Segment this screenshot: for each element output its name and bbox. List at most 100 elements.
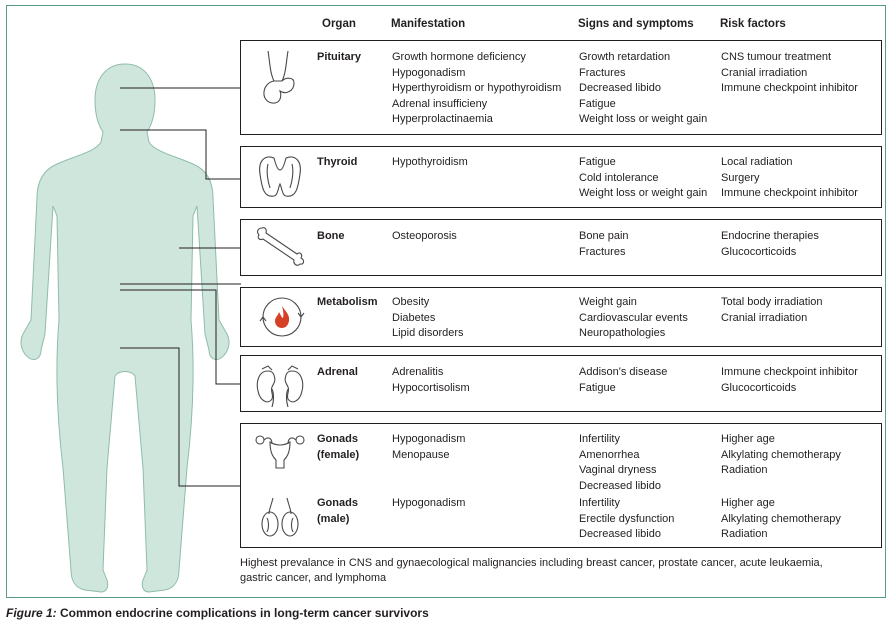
sign-item: Fatigue <box>579 97 616 110</box>
signs-list: Bone pain Fractures <box>579 229 629 260</box>
signs-list: Infertility Erectile dysfunction Decreas… <box>579 496 674 543</box>
organ-name: Adrenal <box>317 366 358 378</box>
sign-item: Infertility <box>579 433 620 445</box>
risk-item: Glucocorticoids <box>721 381 797 394</box>
manifestation-item: Lipid disorders <box>392 327 464 339</box>
sign-item: Cardiovascular events <box>579 311 688 324</box>
manifestation-item: Hyperprolactinaemia <box>392 113 493 125</box>
sign-item: Neuropathologies <box>579 327 666 339</box>
risk-list: Higher age Alkylating chemotherapy Radia… <box>721 432 841 479</box>
row-metabolism: Metabolism Obesity Diabetes Lipid disord… <box>240 287 882 347</box>
uterus-icon <box>255 435 305 469</box>
manifestation-item: Diabetes <box>392 311 436 324</box>
manifestation-item: Osteoporosis <box>392 230 457 242</box>
risk-list: Local radiation Surgery Immune checkpoin… <box>721 155 858 202</box>
risk-list: Endocrine therapies Glucocorticoids <box>721 229 819 260</box>
risk-item: Local radiation <box>721 156 793 168</box>
sign-item: Infertility <box>579 497 620 509</box>
body-outline <box>20 63 230 593</box>
manifestation-item: Hypogonadism <box>392 66 466 79</box>
row-bone: Bone Osteoporosis Bone pain Fractures En… <box>240 219 882 276</box>
manifestation-item: Hypogonadism <box>392 497 466 509</box>
bone-icon <box>257 227 305 266</box>
risk-item: Immune checkpoint inhibitor <box>721 187 858 199</box>
sign-item: Weight loss or weight gain <box>579 113 708 125</box>
risk-item: Immune checkpoint inhibitor <box>721 82 858 94</box>
risk-item: Immune checkpoint inhibitor <box>721 366 858 378</box>
risk-item: Endocrine therapies <box>721 230 819 242</box>
kidney-icon <box>256 365 304 408</box>
risk-item: Glucocorticoids <box>721 245 797 258</box>
risk-item: Cranial irradiation <box>721 311 808 324</box>
organ-name-female: Gonads (female) <box>317 433 360 461</box>
risk-item: Higher age <box>721 497 775 509</box>
signs-list: Infertility Amenorrhea Vaginal dryness D… <box>579 432 661 494</box>
pituitary-icon <box>263 50 295 104</box>
sign-item: Weight gain <box>579 296 637 308</box>
signs-list: Weight gain Cardiovascular events Neurop… <box>579 295 688 342</box>
human-silhouette <box>20 63 230 593</box>
testes-icon <box>261 497 299 537</box>
sign-item: Weight loss or weight gain <box>579 187 708 199</box>
thyroid-icon <box>259 156 301 197</box>
flame-icon <box>275 306 290 328</box>
risk-item: Cranial irradiation <box>721 66 808 79</box>
header-risk: Risk factors <box>720 18 786 30</box>
row-pituitary: Pituitary Growth hormone deficiency Hypo… <box>240 40 882 135</box>
connector-adrenal <box>120 289 241 385</box>
manifestation-list: Hypothyroidism <box>392 155 468 171</box>
sign-item: Vaginal dryness <box>579 464 657 476</box>
manifestation-item: Hyperthyroidism or hypothyroidism <box>392 82 562 94</box>
manifestation-item: Hypogonadism <box>392 433 466 445</box>
manifestation-item: Obesity <box>392 296 430 308</box>
organ-name: Bone <box>317 230 345 242</box>
manifestation-item: Hypothyroidism <box>392 156 468 168</box>
sign-item: Decreased libido <box>579 82 661 94</box>
signs-list: Addison's disease Fatigue <box>579 365 667 396</box>
caption-text: Common endocrine complications in long-t… <box>56 606 429 620</box>
manifestation-item: Hypocortisolism <box>392 381 470 394</box>
header-organ: Organ <box>322 18 356 30</box>
manifestation-list: Obesity Diabetes Lipid disorders <box>392 295 464 342</box>
sign-item: Fatigue <box>579 381 616 394</box>
connector-gonads <box>120 347 241 487</box>
risk-list: Total body irradiation Cranial irradiati… <box>721 295 823 326</box>
header-signs: Signs and symptoms <box>578 18 694 30</box>
risk-item: Radiation <box>721 464 768 476</box>
sign-item: Fractures <box>579 245 626 258</box>
row-gonads: Gonads (female) Hypogonadism Menopause I… <box>240 423 882 548</box>
sign-item: Bone pain <box>579 230 629 242</box>
sign-item: Erectile dysfunction <box>579 512 675 525</box>
prevalence-note: Highest prevalance in CNS and gynaecolog… <box>240 557 823 584</box>
metabolism-icon <box>259 297 305 337</box>
sign-item: Amenorrhea <box>579 448 640 461</box>
manifestation-list: Growth hormone deficiency Hypogonadism H… <box>392 50 561 128</box>
risk-item: Surgery <box>721 171 760 184</box>
figure-caption: Figure 1: Common endocrine complications… <box>6 606 429 620</box>
manifestation-item: Adrenalitis <box>392 366 444 378</box>
risk-item: Alkylating chemotherapy <box>721 448 841 461</box>
risk-list: Immune checkpoint inhibitor Glucocortico… <box>721 365 858 396</box>
row-thyroid: Thyroid Hypothyroidism Fatigue Cold into… <box>240 146 882 208</box>
connector-lines <box>120 87 241 487</box>
risk-item: Higher age <box>721 433 775 445</box>
header-manifestation: Manifestation <box>391 18 466 30</box>
connector-thyroid <box>120 129 241 180</box>
caption-label: Figure 1: <box>6 606 57 620</box>
risk-item: Alkylating chemotherapy <box>721 512 841 525</box>
sign-item: Fractures <box>579 66 626 79</box>
organ-name: Metabolism <box>317 296 378 308</box>
organ-name: Pituitary <box>317 51 362 63</box>
sign-item: Decreased libido <box>579 479 661 492</box>
signs-list: Fatigue Cold intolerance Weight loss or … <box>579 155 707 202</box>
manifestation-list: Osteoporosis <box>392 229 457 245</box>
manifestation-item: Adrenal insufficieny <box>392 97 488 110</box>
manifestation-item: Growth hormone deficiency <box>392 51 526 63</box>
sign-item: Cold intolerance <box>579 171 659 184</box>
sign-item: Growth retardation <box>579 51 671 63</box>
sign-item: Fatigue <box>579 156 616 168</box>
signs-list: Growth retardation Fractures Decreased l… <box>579 50 707 128</box>
risk-list: Higher age Alkylating chemotherapy Radia… <box>721 496 841 543</box>
organ-name-male: Gonads (male) <box>317 497 358 525</box>
manifestation-list: Hypogonadism <box>392 496 465 512</box>
